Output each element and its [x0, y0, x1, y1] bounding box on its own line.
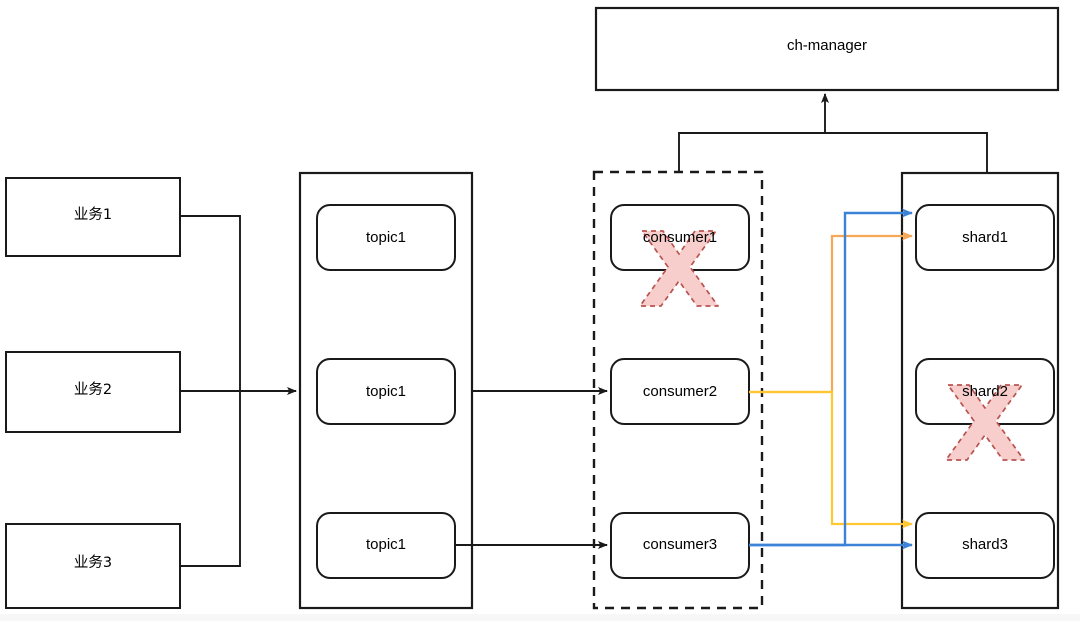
edge-consumer2-to-shard3 [749, 390, 913, 529]
consumer-box-2[interactable] [610, 358, 750, 425]
bottom-strip [0, 614, 1080, 621]
ch-manager-box[interactable] [594, 6, 1060, 92]
consumer-box-3[interactable] [610, 512, 750, 579]
shard-box-3[interactable] [915, 512, 1055, 579]
topic-box-3[interactable] [316, 512, 456, 579]
consumer1-failure-x-icon [639, 230, 719, 307]
topic-box-1[interactable] [316, 204, 456, 271]
edge-business-to-topic [180, 215, 297, 567]
shard-box-1[interactable] [915, 204, 1055, 271]
shard2-failure-x-icon [945, 384, 1025, 461]
edge-consumer3-to-shard1 [749, 208, 913, 547]
business-1-box[interactable] [5, 177, 181, 257]
edge-consumer2-to-shard1 [749, 231, 913, 394]
business-3-box[interactable] [5, 523, 181, 609]
edge-to-ch-manager [678, 93, 988, 173]
business-2-box[interactable] [5, 351, 181, 433]
topic-box-2[interactable] [316, 358, 456, 425]
